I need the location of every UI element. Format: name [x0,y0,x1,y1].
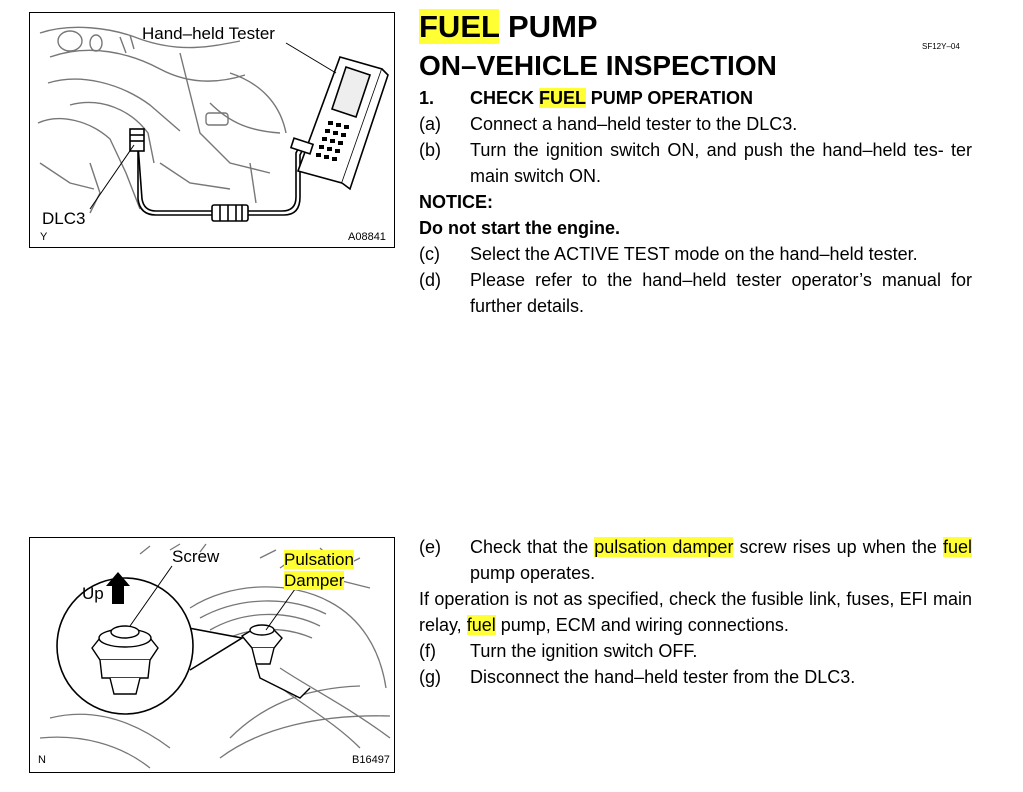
title-rest: PUMP [499,9,598,44]
step-text-post: PUMP OPERATION [585,88,754,108]
procedure-text-lower: (e) Check that the pulsation damper screw… [419,534,972,690]
label-hand-held-tester: Hand–held Tester [142,24,275,43]
step-text-highlight: FUEL [539,88,586,108]
item-text: Disconnect the hand–held tester from the… [470,667,856,687]
item-f: (f) Turn the ignition switch OFF. [419,638,972,664]
figure-pulsation-damper: Screw Up Pulsation Damper N B16497 [29,537,395,773]
item-text: Connect a hand–held tester to the DLC3. [470,114,798,134]
page-title: FUEL PUMP [419,8,598,46]
item-marker: (c) [419,244,440,264]
item-e: (e) Check that the pulsation damper screw… [419,534,972,586]
item-text: Select the ACTIVE TEST mode on the hand–… [470,244,918,264]
notice-text: Do not start the engine. [419,218,621,238]
label-up: Up [82,584,104,603]
item-d: (d) Please refer to the hand–held tester … [419,267,972,319]
procedure-text-upper: 1. CHECK FUEL PUMP OPERATION (a) Connect a… [419,85,972,319]
item-text-3: pump operates. [470,563,596,583]
label-pulsation: Pulsation [284,550,354,569]
item-marker: (d) [419,270,441,290]
figure-tester-connection: Hand–held Tester DLC3 Y A08841 [29,12,395,248]
item-highlight-fuel: fuel [942,537,972,557]
damper-illustration [39,543,391,769]
item-text-1: Check that the [470,537,595,557]
step-text-pre: CHECK [470,88,540,108]
figure-code: A08841 [348,231,386,243]
item-marker: (a) [419,114,441,134]
step-1-heading: 1. CHECK FUEL PUMP OPERATION [419,85,972,111]
tester-illustration [37,26,389,222]
para-text-1: If operation is not as specified, check … [419,589,972,635]
item-g: (g) Disconnect the hand–held tester from … [419,664,972,690]
figure-code: B16497 [352,754,390,766]
page-subtitle: ON–VEHICLE INSPECTION [419,50,777,81]
figure-corner-letter: Y [40,231,48,243]
step-number: 1. [419,88,435,108]
label-pulsation-damper: Pulsation Damper [284,549,354,591]
item-b: (b) Turn the ignition switch ON, and push… [419,137,972,189]
title-highlight: FUEL [419,9,500,44]
item-text-2: screw rises up when the [733,537,943,557]
notice-heading: NOTICE: [419,192,493,212]
para-highlight-fuel: fuel [466,615,496,635]
item-c: (c) Select the ACTIVE TEST mode on the ha… [419,241,972,267]
label-damper: Damper [284,571,345,590]
item-marker: (e) [419,537,441,557]
item-text: Please refer to the hand–held tester ope… [470,270,972,316]
item-text: Turn the ignition switch OFF. [470,641,698,661]
item-highlight-pulsation-damper: pulsation damper [594,537,734,557]
item-marker: (b) [419,140,441,160]
label-dlc3: DLC3 [42,209,86,228]
item-marker: (f) [419,641,436,661]
item-text: Turn the ignition switch ON, and push th… [470,140,972,186]
document-id: SF12Y–04 [922,42,960,51]
item-a: (a) Connect a hand–held tester to the DLC… [419,111,972,137]
para-text-2: pump, ECM and wiring connections. [495,615,789,635]
figure-corner-letter: N [38,754,46,766]
if-not-specified-paragraph: If operation is not as specified, check … [419,586,972,638]
label-screw: Screw [172,547,220,566]
item-marker: (g) [419,667,441,687]
